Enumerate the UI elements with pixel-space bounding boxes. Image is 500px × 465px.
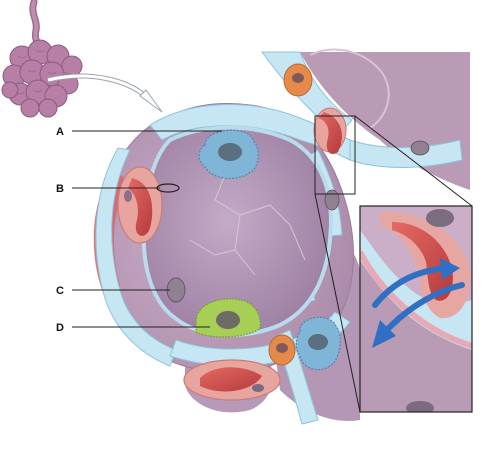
capillary-left [117, 166, 163, 244]
type-one-cell-nuclei [166, 140, 430, 303]
label-b: B [56, 183, 64, 195]
zoom-indicator [314, 115, 473, 413]
label-a: A [56, 126, 64, 138]
capillary-top-right [313, 107, 347, 155]
magnified-inset [359, 205, 473, 413]
capillary-bottom [183, 359, 281, 401]
mast-cell [268, 63, 313, 366]
alveolar-macrophage [198, 129, 259, 179]
label-c: C [56, 285, 64, 297]
lung-lobule-icon [1, 0, 83, 118]
blood-flow-arrow-icon [372, 258, 465, 348]
leader-lines [72, 130, 222, 328]
curved-arrow-icon [47, 73, 163, 113]
label-d: D [56, 322, 64, 334]
interstitial-macrophage [295, 316, 341, 371]
type-two-surfactant-cell [195, 298, 261, 338]
endothelial-nucleus [124, 190, 132, 202]
